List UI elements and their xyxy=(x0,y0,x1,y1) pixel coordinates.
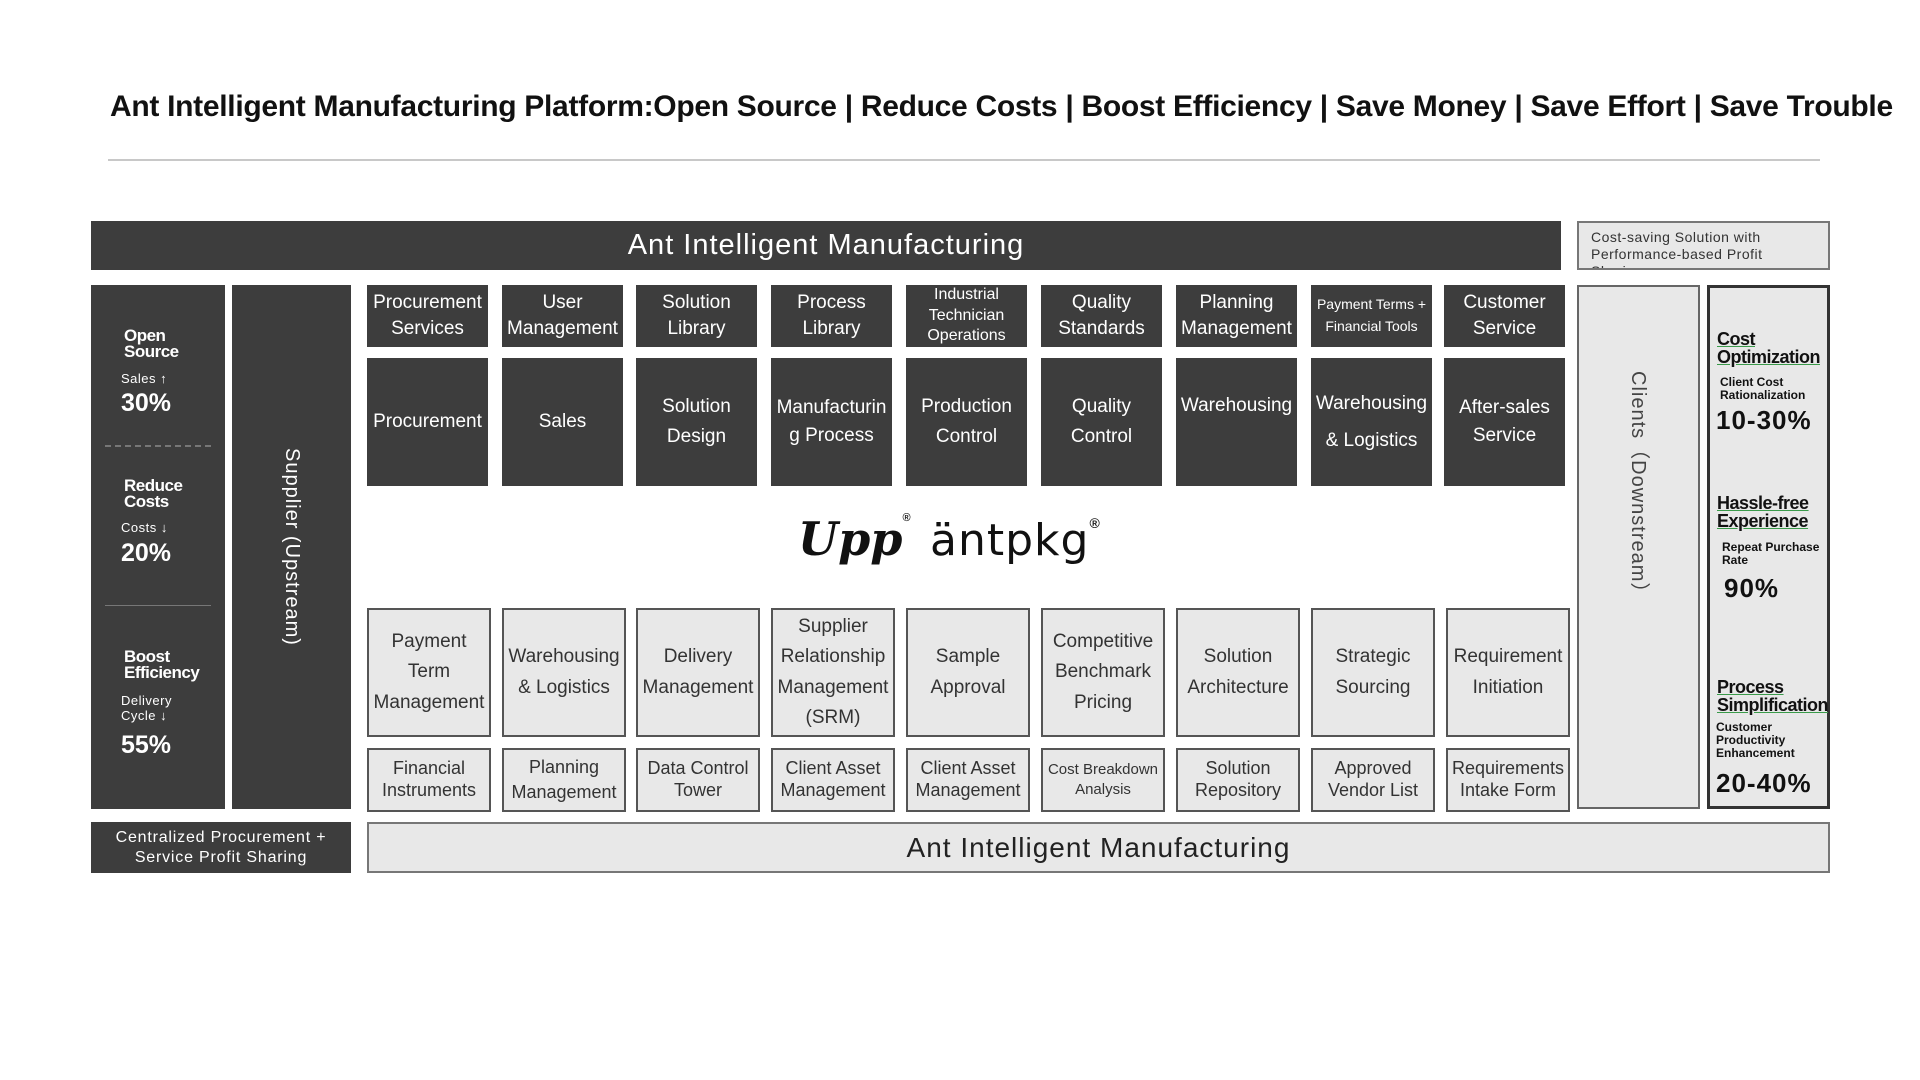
registered-mark: ® xyxy=(902,512,911,524)
metric-sub-customer-productivity: Customer Productivity Enhancement xyxy=(1716,720,1795,760)
supplier-label: Supplier (Upstream) xyxy=(281,448,303,646)
tile-warehousing-logistics-lower: Warehousing & Logistics xyxy=(502,608,626,737)
metric-value-open-source: 30% xyxy=(121,389,172,417)
tile-cost-breakdown-analysis: Cost Breakdown Analysis xyxy=(1041,748,1165,812)
metric-label-reduce-costs: Reduce Costs xyxy=(124,476,183,511)
clients-downstream-column: Clients（Downstream） xyxy=(1577,285,1700,809)
tile-requirement-initiation: Requirement Initiation xyxy=(1446,608,1570,737)
top-note: Cost-saving Solution with Performance-ba… xyxy=(1577,221,1830,270)
tile-warehousing-logistics: Warehousing & Logistics xyxy=(1311,358,1432,486)
tile-financial-instruments: Financial Instruments xyxy=(367,748,491,812)
right-metrics-panel: Cost Optimization Client Cost Rationaliz… xyxy=(1707,285,1830,809)
tile-sample-approval: Sample Approval xyxy=(906,608,1030,737)
metric-value-boost-efficiency: 55% xyxy=(121,731,172,759)
registered-mark: ® xyxy=(1089,515,1100,531)
tile-solution-architecture: Solution Architecture xyxy=(1176,608,1300,737)
tile-competitive-benchmark-pricing: Competitive Benchmark Pricing xyxy=(1041,608,1165,737)
tile-payment-term-management: Payment Term Management xyxy=(367,608,491,737)
tile-production-control: Production Control xyxy=(906,358,1027,486)
tile-manufacturing-process: Manufacturin g Process xyxy=(771,358,892,486)
bottom-left-note: Centralized Procurement + Service Profit… xyxy=(91,822,351,873)
upp-logo-text: Upp xyxy=(798,512,903,566)
metric-label-open-source: Open Source xyxy=(124,326,179,361)
metric-sub-client-cost: Client Cost Rationalization xyxy=(1720,375,1806,402)
tile-supplier-relationship-management: Supplier Relationship Management (SRM) xyxy=(771,608,895,737)
tile-payment-terms-financial-tools: Payment Terms + Financial Tools xyxy=(1311,285,1432,347)
tile-client-asset-management: Client Asset Management xyxy=(771,748,895,812)
metric-sub-sales: Sales ↑ xyxy=(121,371,168,386)
metric-sub-repeat-purchase: Repeat Purchase Rate xyxy=(1722,540,1820,567)
clients-label: Clients（Downstream） xyxy=(1627,370,1649,604)
tile-solution-repository: Solution Repository xyxy=(1176,748,1300,812)
metric-value-process-simplification: 20-40% xyxy=(1716,768,1812,798)
tile-requirements-intake-form: Requirements Intake Form xyxy=(1446,748,1570,812)
title-divider xyxy=(108,159,1820,161)
top-banner: Ant Intelligent Manufacturing xyxy=(91,221,1561,270)
metric-divider xyxy=(105,445,211,447)
antpkg-logo-text: äntpkg xyxy=(930,515,1090,566)
tile-client-asset-management-2: Client Asset Management xyxy=(906,748,1030,812)
antpkg-logo: äntpkg® xyxy=(930,515,1100,566)
tile-sales: Sales xyxy=(502,358,623,486)
tile-quality-standards: Quality Standards xyxy=(1041,285,1162,347)
metric-label-boost-efficiency: Boost Efficiency xyxy=(124,647,200,682)
tile-warehousing: Warehousing xyxy=(1176,358,1297,486)
page-title: Ant Intelligent Manufacturing Platform:O… xyxy=(110,90,1893,123)
metric-divider xyxy=(105,605,211,606)
bottom-banner: Ant Intelligent Manufacturing xyxy=(367,822,1830,873)
bottom-left-note-text: Centralized Procurement + Service Profit… xyxy=(115,828,327,866)
metric-label-cost-optimization: Cost Optimization xyxy=(1717,329,1821,367)
upp-logo: Upp® xyxy=(798,512,911,566)
metric-label-hassle-free: Hassle-free Experience xyxy=(1717,493,1809,531)
tile-quality-control: Quality Control xyxy=(1041,358,1162,486)
tile-process-library: Process Library xyxy=(771,285,892,347)
tile-planning-management: Planning Management xyxy=(1176,285,1297,347)
tile-strategic-sourcing: Strategic Sourcing xyxy=(1311,608,1435,737)
tile-delivery-management: Delivery Management xyxy=(636,608,760,737)
metric-label-process-simplification: Process Simplification xyxy=(1717,677,1829,715)
metric-value-hassle-free: 90% xyxy=(1724,573,1780,603)
metric-sub-costs: Costs ↓ xyxy=(121,520,168,535)
tile-solution-design: Solution Design xyxy=(636,358,757,486)
tile-customer-service: Customer Service xyxy=(1444,285,1565,347)
tile-after-sales-service: After-sales Service xyxy=(1444,358,1565,486)
metric-value-reduce-costs: 20% xyxy=(121,539,172,567)
tile-procurement-services: Procurement Services xyxy=(367,285,488,347)
tile-data-control-tower: Data Control Tower xyxy=(636,748,760,812)
tile-industrial-technician-operations: Industrial Technician Operations xyxy=(906,285,1027,347)
metric-value-cost-optimization: 10-30% xyxy=(1716,405,1812,435)
tile-solution-library: Solution Library xyxy=(636,285,757,347)
tile-procurement: Procurement xyxy=(367,358,488,486)
tile-user-management: User Management xyxy=(502,285,623,347)
tile-approved-vendor-list: Approved Vendor List xyxy=(1311,748,1435,812)
left-metrics-panel: Open Source Sales ↑ 30% Reduce Costs Cos… xyxy=(91,285,225,809)
supplier-upstream-column: Supplier (Upstream) xyxy=(232,285,351,809)
metric-sub-delivery-cycle: Delivery Cycle ↓ xyxy=(121,693,172,723)
tile-planning-management-lower: Planning Management xyxy=(502,748,626,812)
